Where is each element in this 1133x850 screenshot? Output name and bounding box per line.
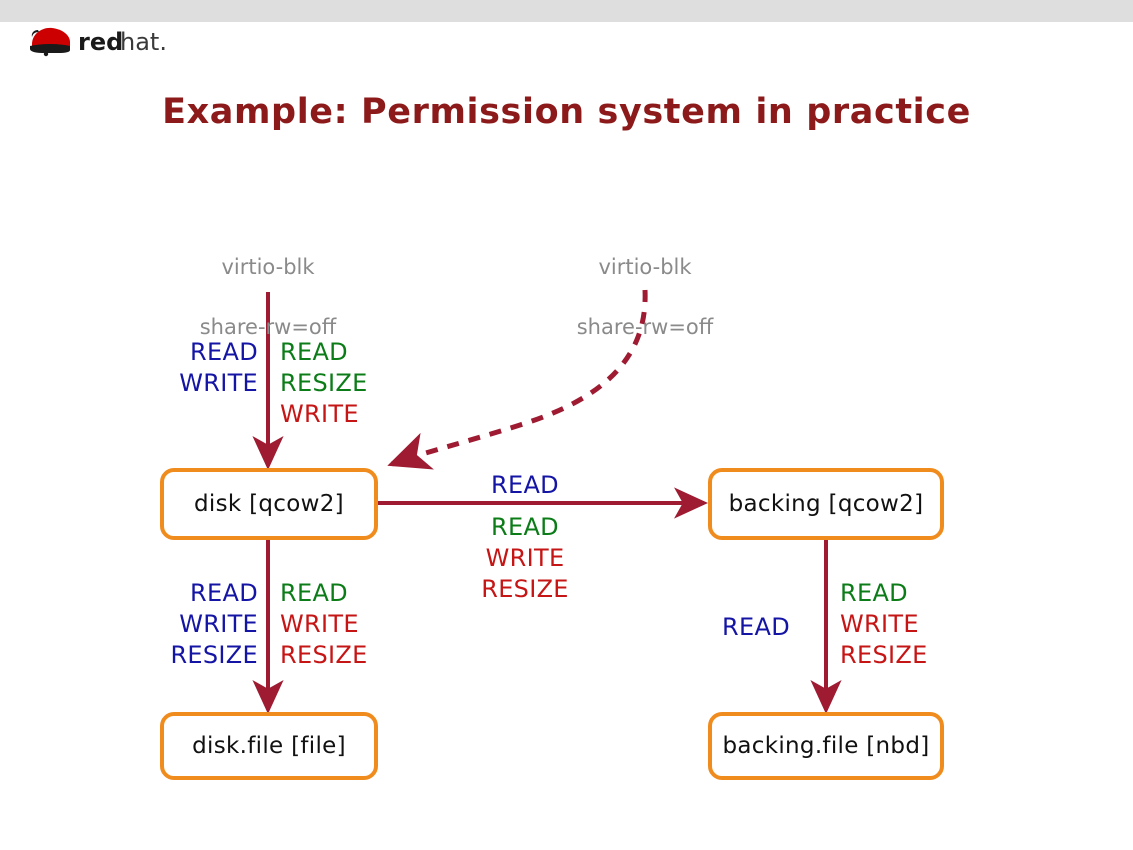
- perm-red-write: WRITE: [485, 544, 565, 572]
- svg-text:red: red: [78, 28, 123, 56]
- node-disk[interactable]: disk [qcow2]: [160, 468, 378, 540]
- perm-disk-to-disk-file-taken: READ WRITE RESIZE: [156, 578, 258, 671]
- perm-disk-to-backing-shared: READ WRITE RESIZE: [440, 512, 610, 605]
- perm-blue-write: WRITE: [179, 369, 258, 397]
- device-right-line1: virtio-blk: [598, 255, 692, 279]
- perm-red-resize: RESIZE: [280, 641, 368, 669]
- device-left-line2: share-rw=off: [199, 315, 337, 339]
- perm-blue-read: READ: [190, 338, 258, 366]
- perm-blue-read: READ: [190, 579, 258, 607]
- perm-disk-to-backing-taken: READ: [440, 470, 610, 501]
- device-label-virtio-blk-right: virtio-blk share-rw=off: [535, 222, 755, 342]
- redhat-logo: red hat.: [28, 24, 238, 58]
- perm-blue-read: READ: [491, 471, 559, 499]
- device-right-line2: share-rw=off: [576, 315, 714, 339]
- perm-red-write: WRITE: [280, 400, 359, 428]
- perm-red-write: WRITE: [840, 610, 919, 638]
- perm-green-read: READ: [280, 579, 348, 607]
- svg-text:hat.: hat.: [120, 28, 167, 56]
- edge-device-right-to-disk-dashed: [387, 289, 648, 470]
- page-title: Example: Permission system in practice: [162, 92, 971, 132]
- perm-green-read: READ: [840, 579, 908, 607]
- perm-red-resize: RESIZE: [481, 575, 569, 603]
- device-left-line1: virtio-blk: [221, 255, 315, 279]
- perm-backing-to-backing-file-shared: READ WRITE RESIZE: [840, 578, 970, 671]
- perm-green-resize: RESIZE: [280, 369, 368, 397]
- perm-backing-to-backing-file-taken: READ: [680, 612, 790, 643]
- perm-blue-resize: RESIZE: [170, 641, 258, 669]
- perm-red-write: WRITE: [280, 610, 359, 638]
- perm-red-resize: RESIZE: [840, 641, 928, 669]
- perm-green-read: READ: [280, 338, 348, 366]
- perm-blue-read: READ: [722, 613, 790, 641]
- perm-device-left-shared: READ RESIZE WRITE: [280, 337, 410, 430]
- node-disk-file[interactable]: disk.file [file]: [160, 712, 378, 780]
- node-backing-file[interactable]: backing.file [nbd]: [708, 712, 944, 780]
- top-band: [0, 0, 1133, 22]
- device-label-virtio-blk-left: virtio-blk share-rw=off: [168, 222, 368, 342]
- node-backing[interactable]: backing [qcow2]: [708, 468, 944, 540]
- perm-device-left-taken: READ WRITE: [160, 337, 258, 399]
- perm-blue-write: WRITE: [179, 610, 258, 638]
- shadowman-icon: [30, 27, 70, 57]
- perm-green-read: READ: [491, 513, 559, 541]
- perm-disk-to-disk-file-shared: READ WRITE RESIZE: [280, 578, 400, 671]
